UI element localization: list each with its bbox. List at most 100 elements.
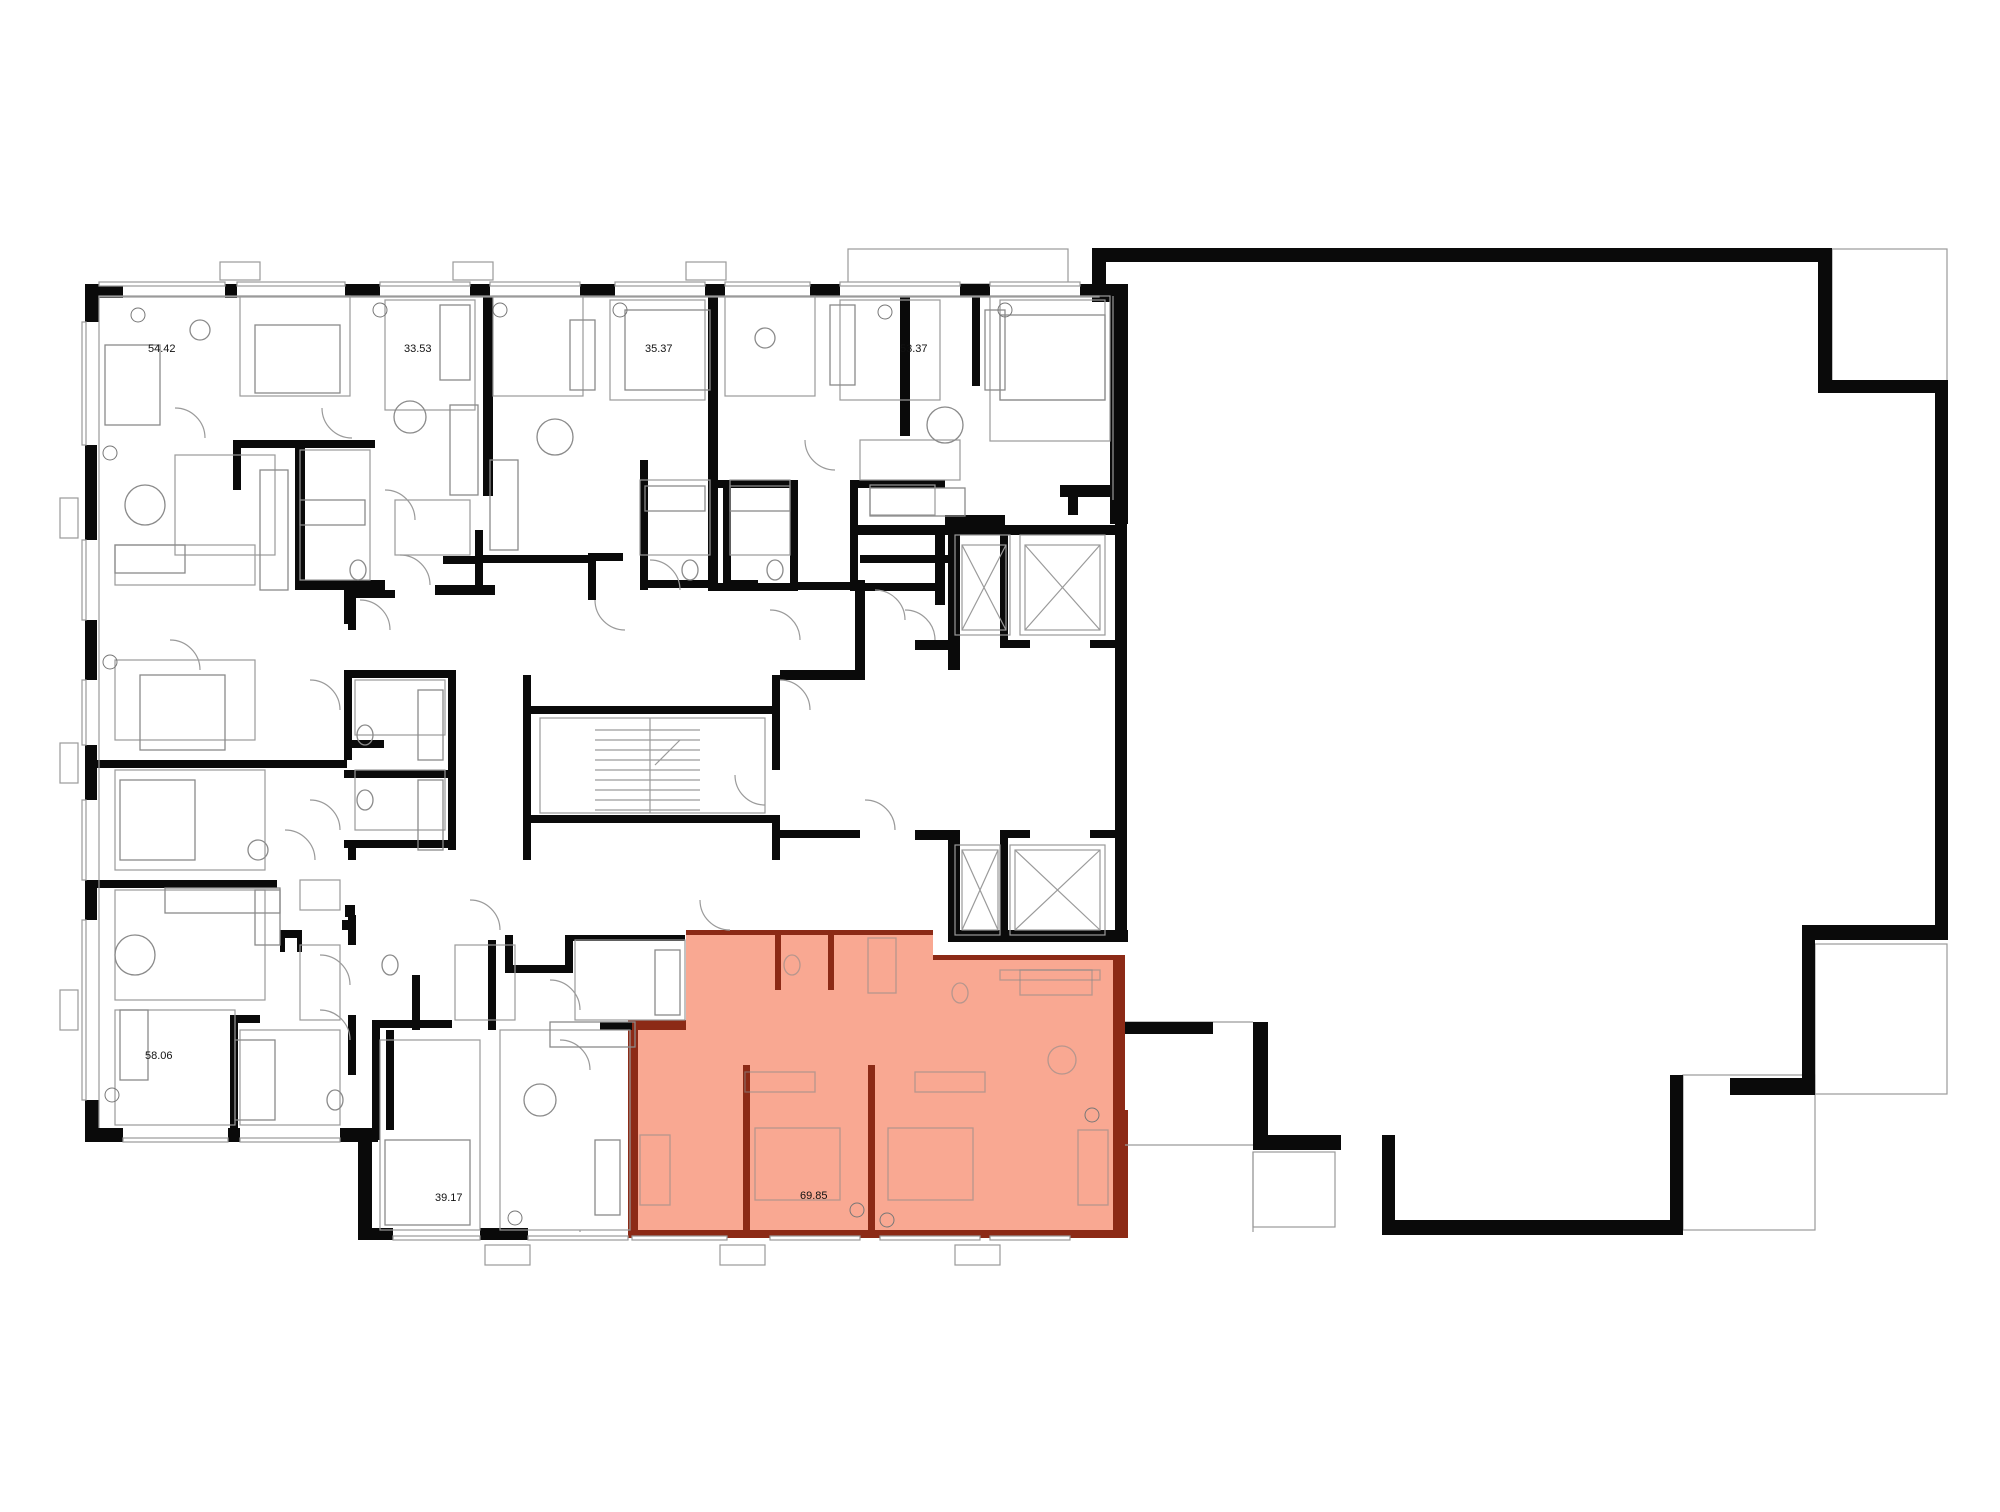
bed-icon bbox=[234, 1039, 276, 1121]
window-marker-icon bbox=[954, 1244, 1001, 1266]
bed-icon bbox=[139, 674, 226, 751]
dining-table-icon bbox=[124, 484, 166, 526]
dining-table-icon bbox=[523, 1083, 557, 1117]
elevator-icon bbox=[1014, 849, 1101, 931]
stove-icon bbox=[449, 404, 479, 496]
apartment-area-label: 58.06 bbox=[145, 1050, 173, 1062]
apartment-area-label: 39.17 bbox=[435, 1192, 463, 1204]
plant-icon bbox=[372, 302, 388, 318]
bed-icon bbox=[384, 1139, 471, 1226]
stove-icon bbox=[254, 889, 281, 946]
sofa-icon bbox=[914, 1071, 986, 1093]
dining-table-icon bbox=[114, 934, 156, 976]
dining-table-icon bbox=[926, 406, 964, 444]
kitchen-counter bbox=[999, 969, 1101, 981]
dining-table-icon bbox=[393, 400, 427, 434]
toilet-icon bbox=[356, 789, 374, 811]
elevator-icon bbox=[961, 849, 999, 931]
plant-icon bbox=[612, 302, 628, 318]
plant-icon bbox=[1084, 1107, 1100, 1123]
sofa-icon bbox=[439, 304, 471, 381]
toilet-icon bbox=[247, 839, 269, 861]
plant-icon bbox=[507, 1210, 523, 1226]
elevator-icon bbox=[961, 544, 1007, 631]
sofa-icon bbox=[744, 1071, 816, 1093]
highlighted-apartment[interactable]: 69.85 bbox=[628, 930, 1128, 1238]
highlighted-apartment-fixtures bbox=[639, 937, 1109, 1206]
stove-icon bbox=[869, 487, 966, 517]
elevator-icons bbox=[961, 544, 1101, 931]
walls bbox=[85, 248, 1948, 1240]
sofa-icon bbox=[569, 319, 596, 391]
sofa-icon bbox=[119, 1009, 149, 1081]
window-marker-icon bbox=[59, 497, 79, 539]
window-marker-icon bbox=[219, 261, 261, 281]
area-labels: 54.42 33.53 35.37 53.37 58.06 39.17 bbox=[145, 343, 928, 1204]
bathtub-icon bbox=[867, 937, 897, 994]
bed-icon bbox=[104, 344, 161, 426]
bed-icon bbox=[887, 1127, 974, 1201]
toilet-icon bbox=[951, 982, 969, 1004]
window-marker-icon bbox=[59, 742, 79, 784]
window-marker-icon bbox=[685, 261, 727, 281]
sofa-icon bbox=[984, 309, 1006, 391]
bathtub-icon bbox=[299, 499, 366, 526]
bathtub-icon bbox=[417, 779, 444, 851]
bed-icon bbox=[999, 314, 1106, 401]
stairs-icon bbox=[595, 718, 700, 813]
bathtub-icon bbox=[654, 949, 681, 1016]
window-marker-icon bbox=[59, 989, 79, 1031]
bed-icon bbox=[119, 779, 196, 861]
doors bbox=[169, 407, 936, 1071]
toilet-icon bbox=[766, 559, 784, 581]
plant-icon bbox=[104, 1087, 120, 1103]
plant-icon bbox=[102, 654, 118, 670]
sofa-icon bbox=[594, 1139, 621, 1216]
apartment-area-label: 54.42 bbox=[148, 343, 176, 355]
apartment-area-label: 69.85 bbox=[800, 1190, 828, 1202]
window-marker-icon bbox=[719, 1244, 766, 1266]
toilet-icon bbox=[754, 327, 776, 349]
plant-icon bbox=[849, 1202, 865, 1218]
sofa-icon bbox=[829, 304, 856, 386]
plant-icon bbox=[879, 1212, 895, 1228]
plant-icon bbox=[130, 307, 146, 323]
sofa-icon bbox=[1077, 1129, 1109, 1206]
apartment-area-label: 33.53 bbox=[404, 343, 432, 355]
windows bbox=[81, 281, 1081, 1241]
plant-icons bbox=[102, 302, 1100, 1228]
window-marker-icons bbox=[59, 261, 1001, 1266]
window-marker-icon bbox=[452, 261, 494, 281]
furniture bbox=[104, 304, 1106, 1226]
bed-icon bbox=[754, 1127, 841, 1201]
plant-icon bbox=[492, 302, 508, 318]
bathtub-icon bbox=[729, 485, 791, 512]
toilet-icon bbox=[326, 1089, 344, 1111]
plant-icon bbox=[102, 445, 118, 461]
partitions bbox=[98, 295, 1114, 1232]
stove-icon bbox=[164, 887, 281, 914]
stove-icon bbox=[549, 1021, 636, 1048]
bathtub-icon bbox=[644, 485, 706, 512]
plant-icon bbox=[877, 304, 893, 320]
toilet-icon bbox=[356, 724, 374, 746]
toilet-icon bbox=[681, 559, 699, 581]
bed-icon bbox=[254, 324, 341, 394]
highlighted-apartment-fill bbox=[632, 930, 1125, 1238]
sofa-icon bbox=[114, 544, 186, 574]
stove-icon bbox=[489, 459, 519, 551]
window-marker-icon bbox=[484, 1244, 531, 1266]
bathtub-icon bbox=[417, 689, 444, 761]
apartment-area-label: 53.37 bbox=[900, 343, 928, 355]
dining-table-icon bbox=[1047, 1045, 1077, 1075]
dining-table-icon bbox=[536, 418, 574, 456]
elevator-icon bbox=[1024, 544, 1101, 631]
toilet-icon bbox=[189, 319, 211, 341]
toilet-icon bbox=[349, 559, 367, 581]
toilet-icon bbox=[381, 954, 399, 976]
highlighted-apartment-walls bbox=[628, 930, 1128, 1238]
toilet-icon bbox=[783, 954, 801, 976]
bathtub-icon bbox=[639, 1134, 671, 1206]
stove-icon bbox=[259, 469, 289, 591]
